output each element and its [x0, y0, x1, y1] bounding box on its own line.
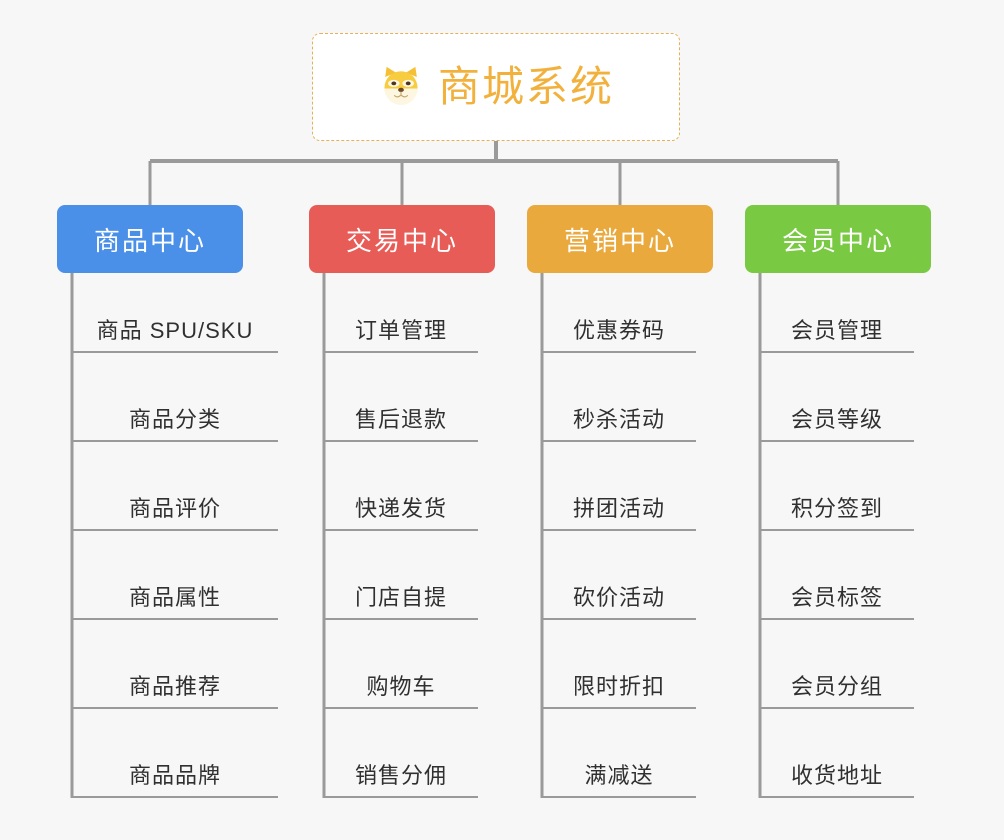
category-title: 交易中心 — [345, 225, 458, 256]
category-title: 会员中心 — [781, 225, 894, 256]
leaf-item[interactable]: 售后退款 — [324, 382, 478, 442]
leaf-label: 积分签到 — [790, 496, 883, 521]
leaf-label: 商品 SPU/SKU — [96, 318, 254, 343]
leaf-label: 商品属性 — [128, 585, 221, 610]
leaf-label: 门店自提 — [354, 585, 447, 610]
leaf-item[interactable]: 优惠券码 — [542, 293, 696, 353]
shiba-dog-face-icon — [378, 64, 424, 110]
leaf-item[interactable]: 商品属性 — [72, 560, 278, 620]
leaf-label: 售后退款 — [354, 407, 447, 432]
leaf-label: 满减送 — [584, 763, 654, 788]
leaf-label: 限时折扣 — [572, 674, 665, 699]
root-title: 商城系统 — [437, 63, 614, 110]
leaf-item[interactable]: 会员分组 — [760, 649, 914, 709]
leaf-item[interactable]: 积分签到 — [760, 471, 914, 531]
leaf-item[interactable]: 限时折扣 — [542, 649, 696, 709]
leaf-item[interactable]: 订单管理 — [324, 293, 478, 353]
leaf-label: 商品评价 — [128, 496, 221, 521]
leaf-item[interactable]: 商品品牌 — [72, 738, 278, 798]
leaf-item[interactable]: 会员标签 — [760, 560, 914, 620]
category-box-3[interactable]: 营销中心 — [527, 205, 713, 273]
leaf-item[interactable]: 商品 SPU/SKU — [72, 293, 278, 353]
leaf-label: 会员分组 — [790, 674, 883, 699]
leaf-item[interactable]: 购物车 — [324, 649, 478, 709]
leaf-item[interactable]: 秒杀活动 — [542, 382, 696, 442]
leaf-item[interactable]: 商品推荐 — [72, 649, 278, 709]
leaf-item[interactable]: 满减送 — [542, 738, 696, 798]
leaf-label: 商品品牌 — [128, 763, 221, 788]
leaf-item[interactable]: 销售分佣 — [324, 738, 478, 798]
category-box-2[interactable]: 交易中心 — [309, 205, 495, 273]
leaf-item[interactable]: 砍价活动 — [542, 560, 696, 620]
leaf-label: 优惠券码 — [572, 318, 665, 343]
leaf-label: 商品分类 — [128, 407, 221, 432]
leaf-item[interactable]: 门店自提 — [324, 560, 478, 620]
leaf-item[interactable]: 会员管理 — [760, 293, 914, 353]
leaf-label: 会员标签 — [790, 585, 883, 610]
leaf-label: 会员管理 — [790, 318, 883, 343]
root-node-mall-system[interactable]: 商城系统 — [312, 33, 680, 141]
leaf-item[interactable]: 会员等级 — [760, 382, 914, 442]
leaf-label: 销售分佣 — [354, 763, 447, 788]
leaf-label: 会员等级 — [790, 407, 883, 432]
leaf-label: 快递发货 — [354, 496, 447, 521]
leaf-item[interactable]: 收货地址 — [760, 738, 914, 798]
leaf-label: 订单管理 — [354, 318, 447, 343]
leaf-label: 购物车 — [366, 674, 436, 699]
leaf-label: 拼团活动 — [572, 496, 665, 521]
leaf-label: 秒杀活动 — [572, 407, 665, 432]
category-box-1[interactable]: 商品中心 — [57, 205, 243, 273]
leaf-item[interactable]: 拼团活动 — [542, 471, 696, 531]
leaf-label: 商品推荐 — [128, 674, 221, 699]
category-title: 商品中心 — [93, 225, 206, 256]
leaf-label: 收货地址 — [790, 763, 883, 788]
leaf-item[interactable]: 商品分类 — [72, 382, 278, 442]
category-title: 营销中心 — [563, 225, 676, 256]
leaf-item[interactable]: 快递发货 — [324, 471, 478, 531]
leaf-label: 砍价活动 — [572, 585, 665, 610]
category-box-4[interactable]: 会员中心 — [745, 205, 931, 273]
leaf-item[interactable]: 商品评价 — [72, 471, 278, 531]
